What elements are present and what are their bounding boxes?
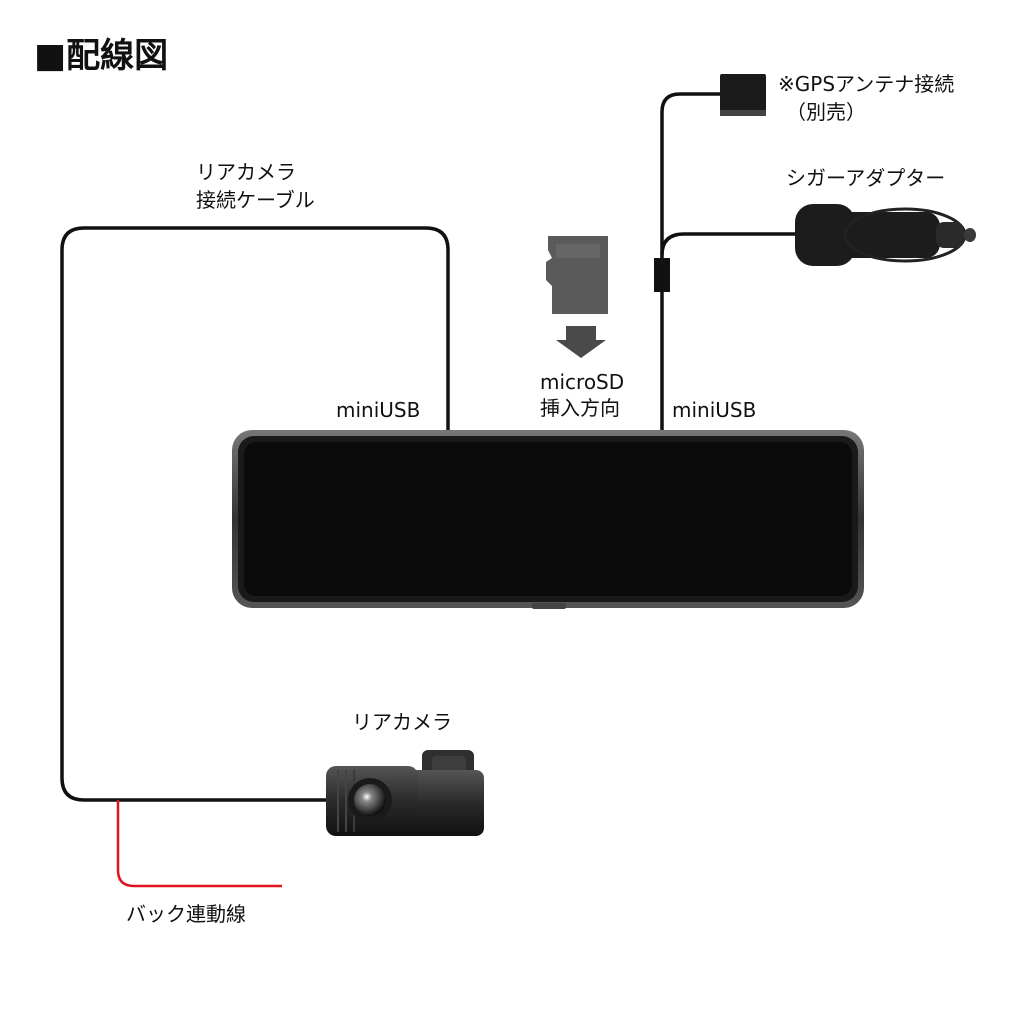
microsd-card-icon <box>546 236 608 314</box>
cigar-adapter-label: シガーアダプター <box>786 166 946 190</box>
rear-camera-cable <box>60 226 450 802</box>
cigar-adapter-icon <box>795 204 976 266</box>
cigar-adapter-cable <box>660 232 800 256</box>
miniusb-right-label: miniUSB <box>672 398 757 422</box>
gps-antenna-icon <box>720 74 766 116</box>
reverse-wire <box>116 800 282 888</box>
miniusb-left-label: miniUSB <box>336 398 421 422</box>
power-cable <box>660 92 722 430</box>
rear-camera-icon <box>326 750 484 836</box>
gps-label-line2: （別売） <box>786 100 866 124</box>
rear-cable-label-line1: リアカメラ <box>196 160 296 184</box>
cable-junction <box>654 258 670 292</box>
rear-cable-label-line2: 接続ケーブル <box>196 188 315 212</box>
down-arrow-icon <box>556 326 606 358</box>
page-title: ■配線図 <box>34 36 169 76</box>
rear-camera-label: リアカメラ <box>352 710 452 734</box>
mirror-dashcam-icon <box>232 430 864 609</box>
reverse-wire-label: バック連動線 <box>126 902 246 926</box>
gps-label-line1: ※GPSアンテナ接続 <box>778 72 955 96</box>
microsd-label-line1: microSD <box>540 370 625 394</box>
microsd-label-line2: 挿入方向 <box>540 396 620 420</box>
